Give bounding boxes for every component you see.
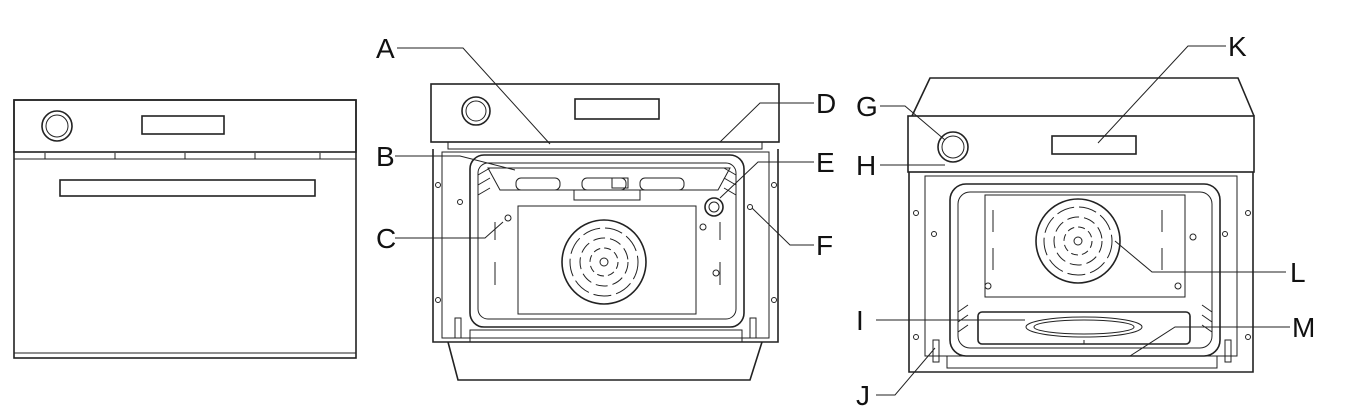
leader-a (397, 47, 551, 145)
oven2-open-door (447, 341, 763, 381)
oven1-knob (41, 110, 73, 142)
oven-open-grill (430, 83, 780, 381)
callout-d: D (816, 88, 836, 119)
oven3-back-panel (984, 194, 1186, 298)
leader-g (880, 105, 946, 141)
callout-l: L (1290, 257, 1306, 288)
callout-labels: A B C D E F G H I J K L M (376, 31, 1315, 411)
oven2-light (704, 197, 724, 217)
leader-d (719, 102, 814, 143)
leader-e (719, 161, 814, 199)
oven2-fan-cover (561, 219, 647, 305)
oven2-knob (461, 96, 491, 126)
oven2-grill-element (487, 167, 731, 201)
oven2-control-panel (430, 83, 780, 143)
oven3-cavity (949, 183, 1221, 357)
oven1-vent-slots (44, 153, 321, 159)
oven3-door (946, 355, 1218, 369)
callout-a: A (376, 33, 395, 64)
leader-c (395, 221, 504, 239)
leader-j (876, 347, 936, 396)
leader-k (1097, 45, 1226, 144)
callout-e: E (816, 147, 835, 178)
oven2-display (574, 98, 660, 120)
leader-f (751, 207, 814, 246)
oven3-side-rails (957, 210, 1213, 333)
leader-m (1129, 326, 1290, 357)
oven-closed-front (13, 99, 357, 359)
callout-m: M (1292, 312, 1315, 343)
oven-open-tray (907, 77, 1255, 373)
callout-c: C (376, 223, 396, 254)
oven1-control-panel (13, 99, 357, 153)
oven2-back-panel (517, 205, 697, 315)
leader-lines (395, 45, 1290, 396)
oven3-display (1051, 135, 1137, 155)
callout-b: B (376, 141, 395, 172)
callout-g: G (856, 91, 878, 122)
oven2-cavity (469, 154, 745, 328)
oven2-side-rails (477, 167, 737, 285)
oven3-control-panel (907, 115, 1255, 173)
oven2-vent-strip (447, 141, 763, 150)
oven1-display (141, 115, 225, 135)
callout-i: I (856, 305, 864, 336)
callout-j: J (856, 380, 870, 411)
callout-f: F (816, 230, 833, 261)
oven3-knob (937, 131, 969, 163)
oven1-door-handle (59, 179, 316, 197)
oven3-top-casing (911, 77, 1255, 117)
oven3-fan-cover (1035, 198, 1121, 284)
oven3-tray (977, 311, 1191, 345)
leader-b (395, 155, 516, 171)
callout-k: K (1228, 31, 1247, 62)
callout-h: H (856, 150, 876, 181)
leader-l (1114, 240, 1286, 273)
